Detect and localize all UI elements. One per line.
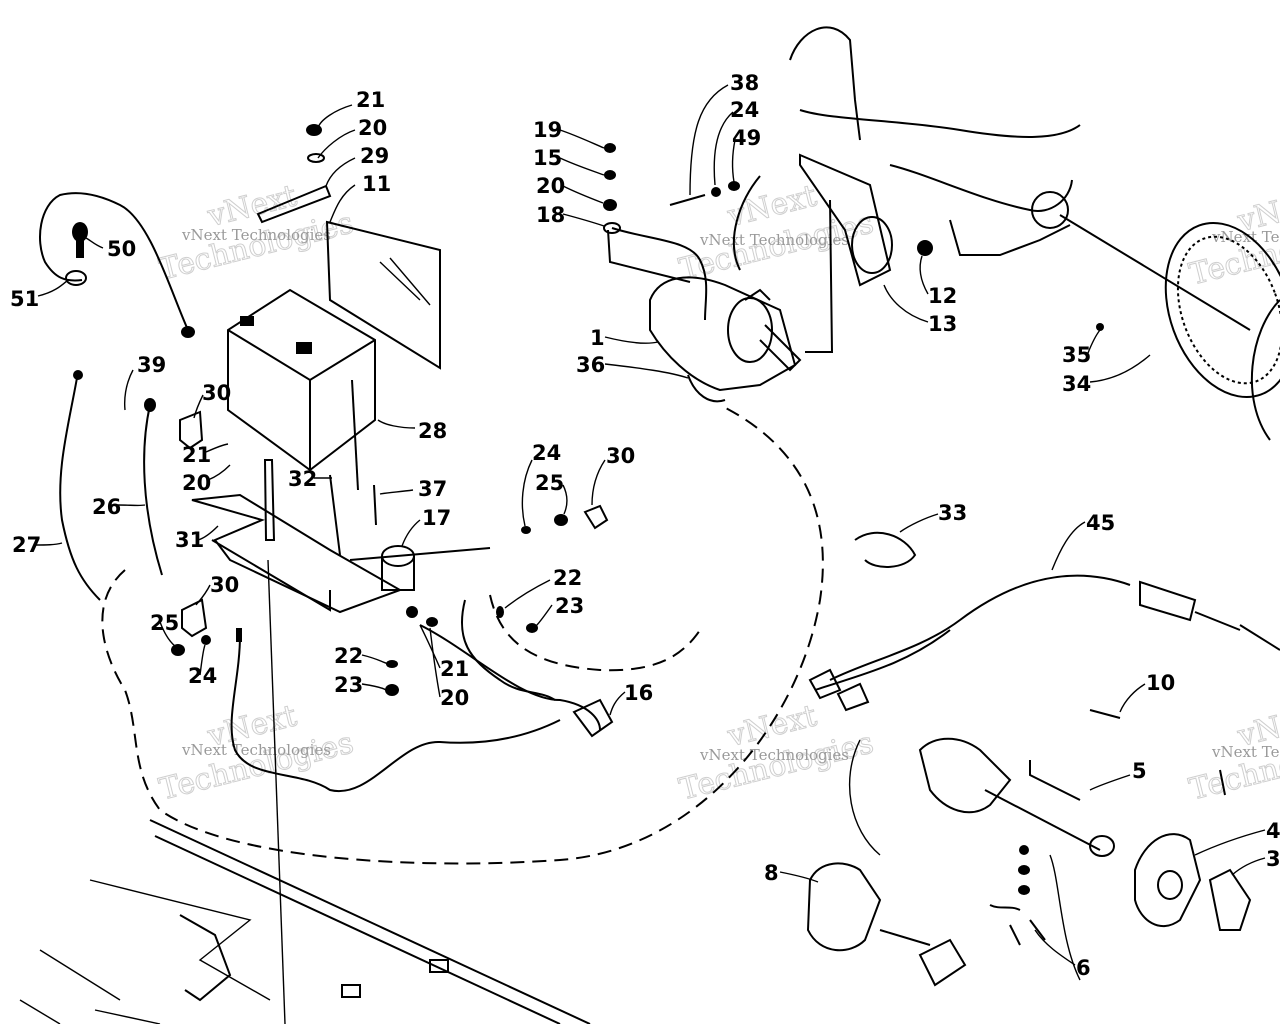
callout-30b: 30 — [210, 573, 239, 597]
callout-22b: 22 — [334, 644, 363, 668]
svg-text:vNext Technologies: vNext Technologies — [1211, 743, 1280, 761]
callout-39: 39 — [137, 353, 166, 377]
callout-23: 23 — [555, 594, 584, 618]
watermark-bottom-right: vNext Technologies — [1185, 698, 1280, 808]
callout-4: 4 — [1266, 819, 1280, 843]
callout-15: 15 — [533, 146, 562, 170]
callout-28: 28 — [418, 419, 447, 443]
leader-lines — [34, 84, 1266, 966]
watermark-small: vNext Technologies — [181, 226, 331, 244]
callout-11: 11 — [362, 172, 391, 196]
callout-1: 1 — [590, 326, 605, 350]
callout-8: 8 — [764, 861, 779, 885]
callout-50: 50 — [107, 237, 136, 261]
callout-29: 29 — [360, 144, 389, 168]
callout-34: 34 — [1062, 372, 1091, 396]
callout-20b: 20 — [182, 471, 211, 495]
watermark-top-center: vNext Technologies — [675, 178, 877, 288]
callout-21b: 21 — [182, 443, 211, 467]
svg-text:vNext Technologies: vNext Technologies — [1211, 228, 1280, 246]
callout-24b: 24 — [188, 664, 217, 688]
callout-25b: 25 — [150, 611, 179, 635]
callout-21c: 21 — [440, 657, 469, 681]
callout-20d: 20 — [536, 174, 565, 198]
callout-32: 32 — [288, 467, 317, 491]
callout-24: 24 — [532, 441, 561, 465]
callout-13: 13 — [928, 312, 957, 336]
callout-23b: 23 — [334, 673, 363, 697]
callout-16: 16 — [624, 681, 653, 705]
callout-33: 33 — [938, 501, 967, 525]
callout-21: 21 — [356, 88, 385, 112]
engine-housing — [789, 26, 1251, 331]
starter-motor — [603, 143, 834, 403]
callout-35: 35 — [1062, 343, 1091, 367]
callout-25: 25 — [535, 471, 564, 495]
callout-20c: 20 — [440, 686, 469, 710]
chassis-frame — [19, 819, 591, 1024]
callout-36: 36 — [576, 353, 605, 377]
callout-27: 27 — [12, 533, 41, 557]
callout-30c: 30 — [606, 444, 635, 468]
callout-labels: 21 20 29 11 50 51 39 30 21 20 28 32 37 2… — [10, 71, 1280, 980]
svg-text:vNext Technologies: vNext Technologies — [699, 746, 849, 764]
callout-19: 19 — [533, 118, 562, 142]
callout-49: 49 — [732, 126, 761, 150]
callout-45: 45 — [1086, 511, 1115, 535]
callout-30: 30 — [202, 381, 231, 405]
callout-6: 6 — [1076, 956, 1091, 980]
callout-18: 18 — [536, 203, 565, 227]
callout-26: 26 — [92, 495, 121, 519]
callout-3: 3 — [1266, 847, 1280, 871]
callout-22: 22 — [553, 566, 582, 590]
callout-24c: 24 — [730, 98, 759, 122]
callout-51: 51 — [10, 287, 39, 311]
svg-text:vNext Technologies: vNext Technologies — [699, 231, 849, 249]
starter-harness — [808, 531, 1280, 719]
callout-37: 37 — [418, 477, 447, 501]
ring-gear — [1096, 221, 1280, 441]
callout-12: 12 — [928, 284, 957, 308]
starter-exploded-parts — [806, 737, 1252, 987]
battery-assembly — [39, 124, 824, 1024]
callout-31: 31 — [175, 528, 204, 552]
callout-20: 20 — [358, 116, 387, 140]
callout-17: 17 — [422, 506, 451, 530]
callout-10: 10 — [1146, 671, 1175, 695]
svg-text:vNext Technologies: vNext Technologies — [181, 741, 331, 759]
callout-5: 5 — [1132, 759, 1147, 783]
callout-38: 38 — [730, 71, 759, 95]
